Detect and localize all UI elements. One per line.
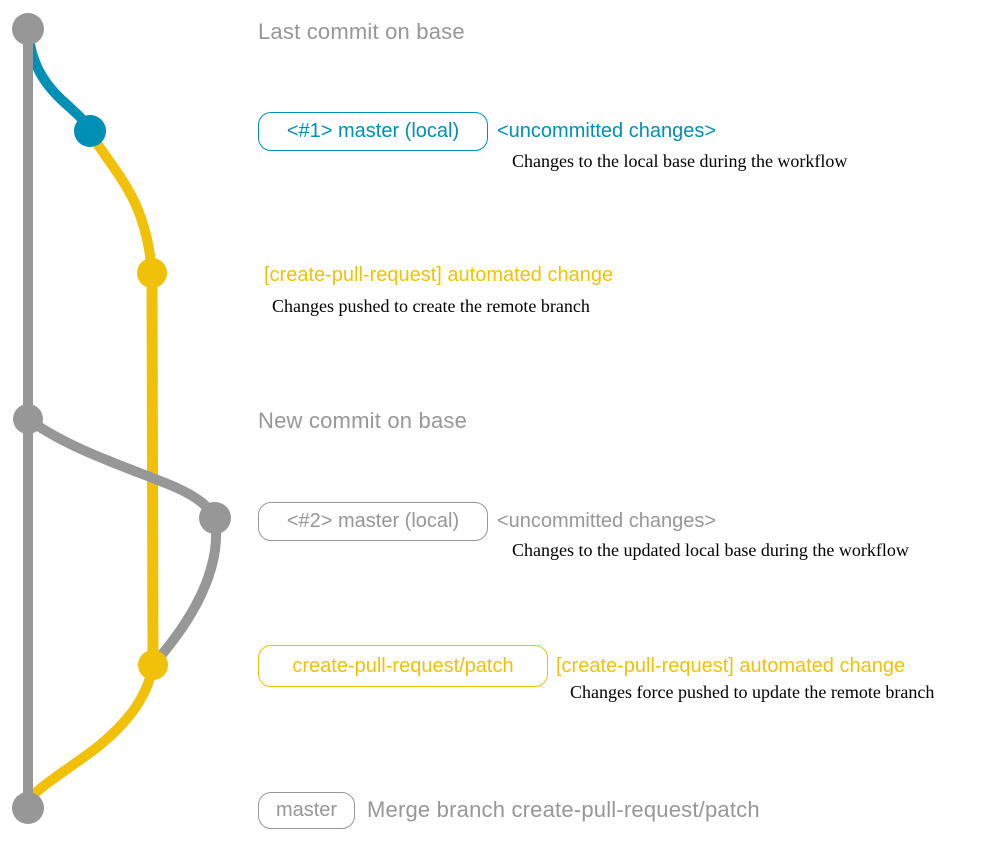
commit-note-uncommitted-changes-1: Changes to the local base during the wor… bbox=[512, 151, 848, 171]
commit-note-automated-change-1: Changes pushed to create the remote bran… bbox=[272, 296, 590, 316]
branch-badge-master-local-2: <#2> master (local) bbox=[258, 502, 488, 541]
branch-path-patch-segment-2 bbox=[146, 267, 159, 671]
branch-badge-master: master bbox=[258, 792, 355, 829]
branch-path-updated-local bbox=[23, 414, 222, 670]
branch-path-uncommitted-changes bbox=[23, 25, 95, 137]
branch-badge-label: create-pull-request/patch bbox=[292, 654, 514, 677]
commit-message-automated-change-1: [create-pull-request] automated change bbox=[264, 264, 614, 286]
commit-dot-new-commit-on-base bbox=[13, 404, 43, 434]
branch-path-patch-merge bbox=[23, 660, 158, 805]
branch-badge-label: <#1> master (local) bbox=[286, 120, 460, 142]
commit-dot-last-commit-on-base bbox=[12, 13, 44, 45]
commit-message-last-commit-on-base: Last commit on base bbox=[258, 19, 465, 44]
commit-dot-automated-change-1 bbox=[137, 258, 167, 288]
commit-dot-uncommitted-changes-2 bbox=[199, 502, 231, 534]
branch-badge-create-pull-request-patch: create-pull-request/patch bbox=[258, 645, 548, 687]
branch-badge-label: master bbox=[275, 799, 338, 821]
branch-badge-master-local-1: <#1> master (local) bbox=[258, 112, 488, 151]
commit-message-merge-branch: Merge branch create-pull-request/patch bbox=[367, 797, 760, 822]
commit-message-automated-change-2: [create-pull-request] automated change bbox=[556, 655, 906, 677]
commit-dot-merge-commit bbox=[12, 792, 44, 824]
commit-message-uncommitted-changes-1: <uncommitted changes> bbox=[497, 120, 717, 142]
commit-message-uncommitted-changes-2: <uncommitted changes> bbox=[497, 510, 717, 532]
branch-badge-label: <#2> master (local) bbox=[286, 510, 460, 532]
branch-path-patch-segment-1 bbox=[85, 127, 157, 278]
commit-message-new-commit-on-base: New commit on base bbox=[258, 408, 468, 433]
commit-note-uncommitted-changes-2: Changes to the updated local base during… bbox=[512, 540, 909, 560]
commit-dot-automated-change-2 bbox=[138, 650, 168, 680]
commit-dot-uncommitted-changes-1 bbox=[74, 115, 106, 147]
commit-note-automated-change-2: Changes force pushed to update the remot… bbox=[570, 682, 935, 702]
